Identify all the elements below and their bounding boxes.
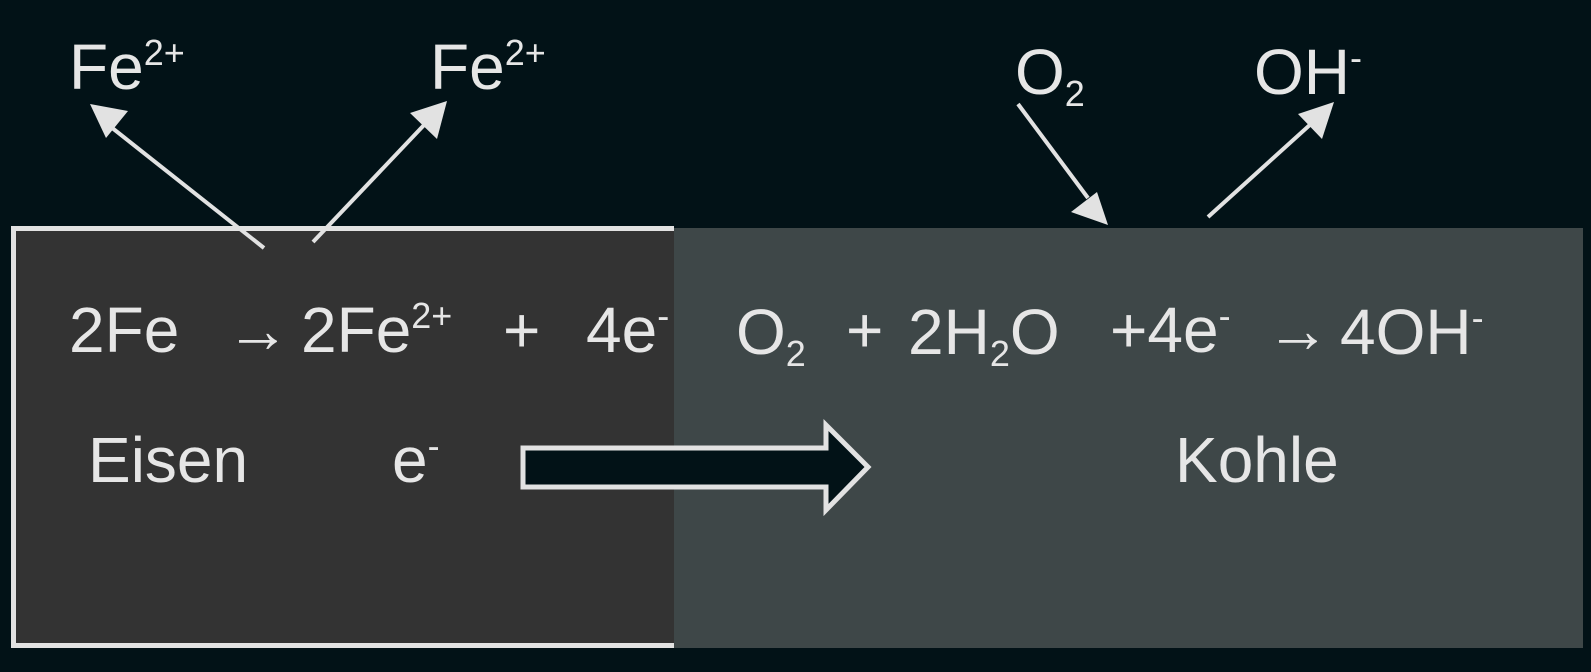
iron-electrode xyxy=(11,226,674,648)
electron-flow-arrow-icon xyxy=(520,418,872,517)
cathode-reaction-arrow: → xyxy=(1266,294,1330,366)
cathode-electrons: +4e- xyxy=(1110,294,1231,366)
cathode-product: 4OH- xyxy=(1340,296,1484,368)
anode-product: 2Fe2+ xyxy=(301,294,453,366)
o2-label: O2 xyxy=(1015,36,1085,114)
oh-ion-label: OH- xyxy=(1254,36,1362,108)
cathode-water: 2H2O xyxy=(908,296,1060,374)
anode-reactant: 2Fe xyxy=(69,294,180,366)
electron-label: e- xyxy=(392,424,440,496)
fe2-ion-label-left: Fe2+ xyxy=(69,31,185,103)
cathode-o2: O2 xyxy=(736,296,806,374)
fe-release-arrow-icon xyxy=(90,104,266,250)
iron-label: Eisen xyxy=(88,424,249,496)
fe-release-arrow-icon xyxy=(311,101,447,244)
anode-electrons: 4e- xyxy=(586,294,670,366)
o2-intake-arrow-icon xyxy=(1016,102,1108,225)
cathode-plus: + xyxy=(846,294,884,366)
carbon-label: Kohle xyxy=(1175,424,1339,496)
anode-plus: + xyxy=(503,294,541,366)
anode-reaction-arrow: → xyxy=(226,294,290,366)
oh-release-arrow-icon xyxy=(1206,102,1334,219)
fe2-ion-label-right: Fe2+ xyxy=(430,31,546,103)
